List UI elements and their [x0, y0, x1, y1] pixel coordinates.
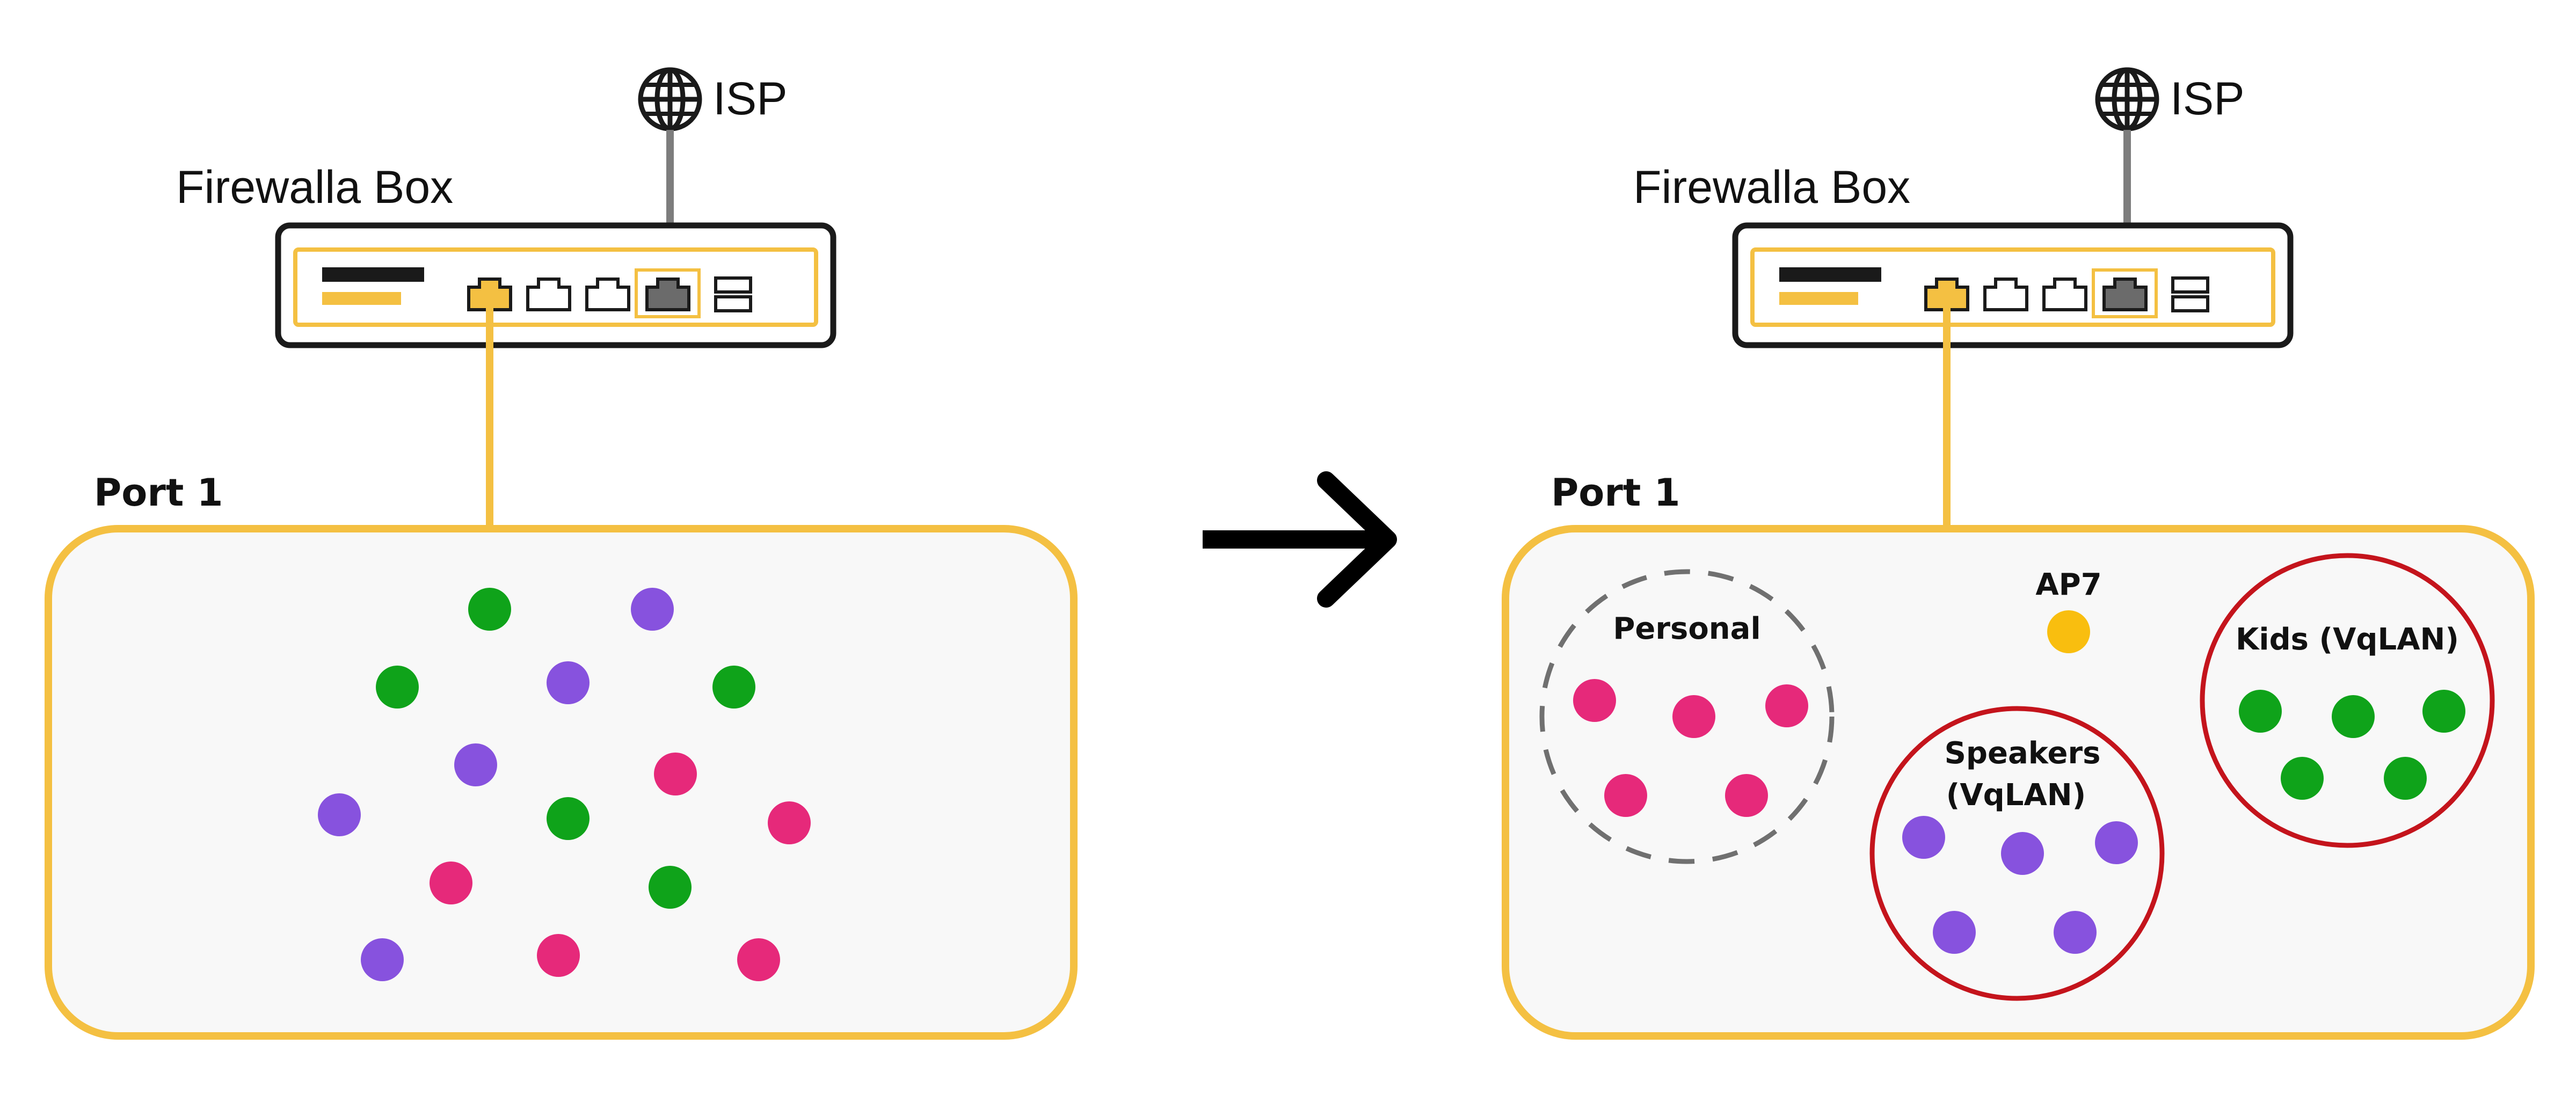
device-dot	[318, 793, 361, 836]
device-dot	[2239, 690, 2282, 733]
device-dot	[2095, 821, 2138, 864]
device-cloud	[318, 588, 811, 981]
port1-label: Port 1	[94, 471, 223, 515]
device-dot	[1604, 774, 1647, 817]
device-dot	[649, 866, 692, 909]
firewalla-box-label: Firewalla Box	[1633, 162, 1910, 213]
ap-label: AP7	[2035, 567, 2101, 602]
group-personal: Personal	[1539, 569, 1835, 864]
globe-icon	[638, 67, 702, 132]
group-speakers: Speakers (VqLAN)	[1869, 706, 2165, 1001]
device-dot	[430, 862, 472, 904]
usb-port-icon	[2171, 276, 2209, 294]
status-bar-yellow	[322, 292, 401, 305]
device-dot	[1933, 911, 1976, 954]
device-dot	[537, 934, 580, 977]
device-dot	[1902, 816, 1945, 859]
usb-port-icon	[714, 295, 752, 312]
access-point-ap7: AP7	[2035, 567, 2102, 653]
ethernet-port-icon	[645, 278, 690, 311]
device-dot	[2281, 757, 2324, 800]
device-dot	[1573, 679, 1616, 722]
port1-panel	[45, 525, 1078, 1040]
arrow-right-icon	[1203, 471, 1397, 608]
usb-port-icon	[714, 276, 752, 294]
group-speakers-label-line1: Speakers	[1945, 736, 2101, 771]
device-dot	[631, 588, 674, 631]
device-dot	[712, 666, 755, 709]
ethernet-port-icon	[1924, 278, 1969, 311]
group-personal-label: Personal	[1613, 611, 1760, 646]
isp-label: ISP	[2170, 73, 2245, 125]
ethernet-port-icon	[585, 278, 630, 311]
device-dot	[2054, 911, 2097, 954]
ethernet-port-icon	[2102, 278, 2148, 311]
device-dot	[2384, 757, 2427, 800]
device-dot	[454, 743, 497, 786]
firewalla-box	[275, 222, 836, 348]
ap-dot	[2047, 610, 2090, 653]
ethernet-port-icon	[2042, 278, 2087, 311]
device-dot	[547, 661, 590, 704]
usb-port-icon	[2171, 295, 2209, 312]
left-scene: ISP Firewalla Box Port 1	[45, 67, 1078, 1040]
wan-port-highlight	[2092, 268, 2158, 318]
device-dot	[768, 801, 811, 844]
device-dot	[1672, 695, 1715, 738]
wan-port-highlight	[635, 268, 701, 318]
group-kids-label: Kids (VqLAN)	[2236, 622, 2459, 657]
device-dot	[547, 797, 590, 840]
device-dot	[1725, 774, 1768, 817]
device-dot	[654, 753, 697, 795]
device-dot	[2422, 690, 2465, 733]
status-bar-dark	[1779, 267, 1881, 282]
ethernet-port-icon	[467, 278, 512, 311]
device-dot	[2001, 832, 2044, 875]
device-dot	[376, 666, 419, 709]
right-scene: ISP Firewalla Box Port 1 Personal	[1502, 67, 2535, 1040]
group-speakers-label-line2: (VqLAN)	[1946, 778, 2086, 813]
globe-icon	[2095, 67, 2159, 132]
firewalla-box-label: Firewalla Box	[176, 162, 453, 213]
ethernet-port-icon	[526, 278, 571, 311]
port1-label: Port 1	[1551, 471, 1680, 515]
status-bar-yellow	[1779, 292, 1858, 305]
device-dot	[2332, 695, 2375, 738]
device-dot	[361, 938, 404, 981]
isp-label: ISP	[713, 73, 788, 125]
device-dot	[468, 588, 511, 631]
status-bar-dark	[322, 267, 424, 282]
group-kids: Kids (VqLAN)	[2200, 553, 2495, 848]
port1-panel	[1502, 525, 2535, 1040]
firewalla-box	[1732, 222, 2294, 348]
device-dot	[737, 938, 780, 981]
ethernet-port-icon	[1983, 278, 2028, 311]
device-dot	[1765, 684, 1808, 727]
